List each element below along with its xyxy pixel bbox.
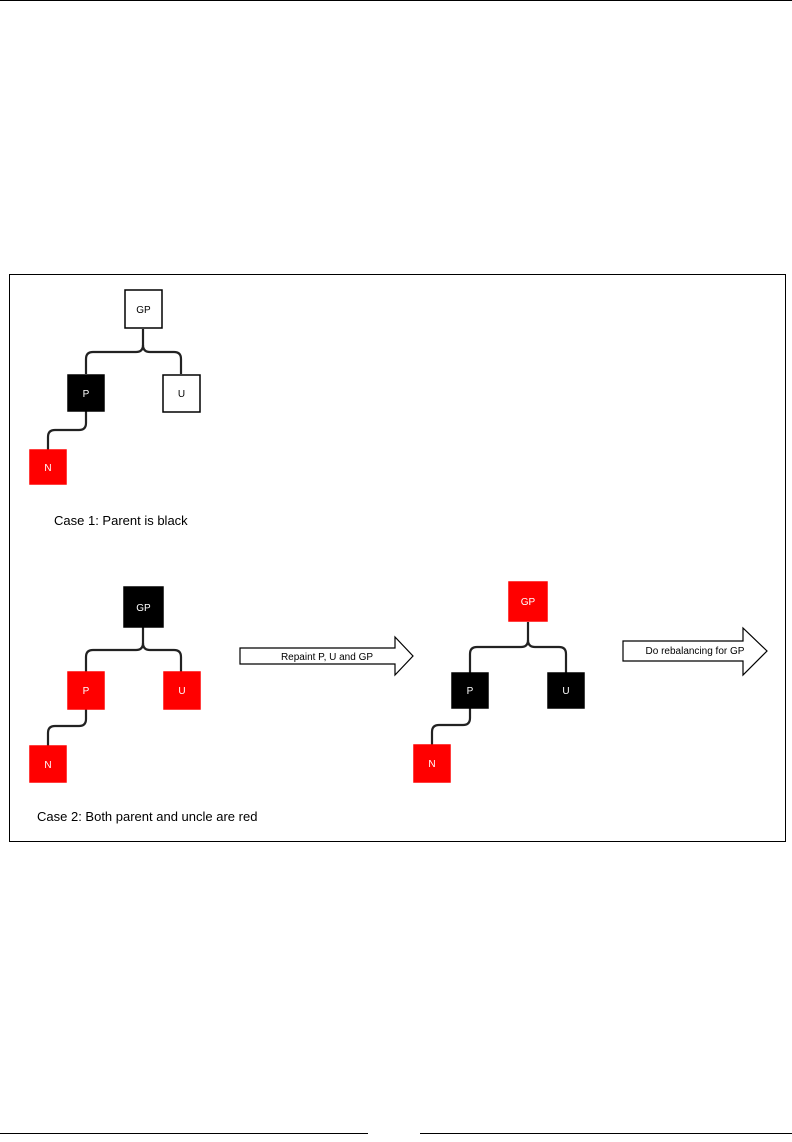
case2-before-node-gp: GP bbox=[123, 586, 164, 628]
case1-node-u: U bbox=[162, 374, 201, 413]
case2-before-node-gp-label: GP bbox=[136, 603, 151, 614]
footer-rule-left bbox=[0, 1133, 368, 1134]
case2-after-edges bbox=[430, 622, 568, 745]
arrow-repaint-label: Repaint P, U and GP bbox=[281, 652, 373, 663]
case2-after-node-p: P bbox=[451, 672, 489, 709]
case2-after-node-n: N bbox=[413, 744, 451, 783]
case2-after-node-u: U bbox=[547, 672, 585, 709]
case1-node-p-label: P bbox=[83, 389, 90, 400]
case2-before-node-p: P bbox=[67, 671, 105, 710]
case2-after-node-u-label: U bbox=[562, 686, 569, 697]
case2-after-node-gp-label: GP bbox=[521, 597, 536, 608]
case2-before-node-n: N bbox=[29, 745, 67, 783]
top-rule bbox=[0, 0, 792, 1]
figure-frame bbox=[9, 274, 786, 842]
case1-node-gp-label: GP bbox=[136, 305, 151, 316]
case2-after-node-p-label: P bbox=[467, 686, 474, 697]
case1-edges bbox=[46, 329, 183, 450]
case2-caption: Case 2: Both parent and uncle are red bbox=[37, 809, 257, 824]
case1-node-n-label: N bbox=[44, 463, 51, 474]
case1-caption: Case 1: Parent is black bbox=[54, 513, 188, 528]
case2-before-node-u-label: U bbox=[178, 686, 185, 697]
case2-after-node-gp: GP bbox=[508, 581, 548, 622]
case1-node-n: N bbox=[29, 449, 67, 485]
arrow-rebalance-label: Do rebalancing for GP bbox=[646, 646, 745, 657]
footer-rule-right bbox=[420, 1133, 792, 1134]
case1-node-gp: GP bbox=[124, 289, 163, 329]
case2-before-node-u: U bbox=[163, 671, 201, 710]
case1-node-u-label: U bbox=[178, 389, 185, 400]
case2-before-edges bbox=[46, 627, 183, 746]
case1-node-p: P bbox=[67, 374, 105, 412]
arrow-repaint: Repaint P, U and GP bbox=[239, 635, 414, 677]
case2-before-node-p-label: P bbox=[83, 686, 90, 697]
case2-before-node-n-label: N bbox=[44, 760, 51, 771]
arrow-rebalance: Do rebalancing for GP bbox=[622, 626, 768, 677]
case2-after-node-n-label: N bbox=[428, 759, 435, 770]
